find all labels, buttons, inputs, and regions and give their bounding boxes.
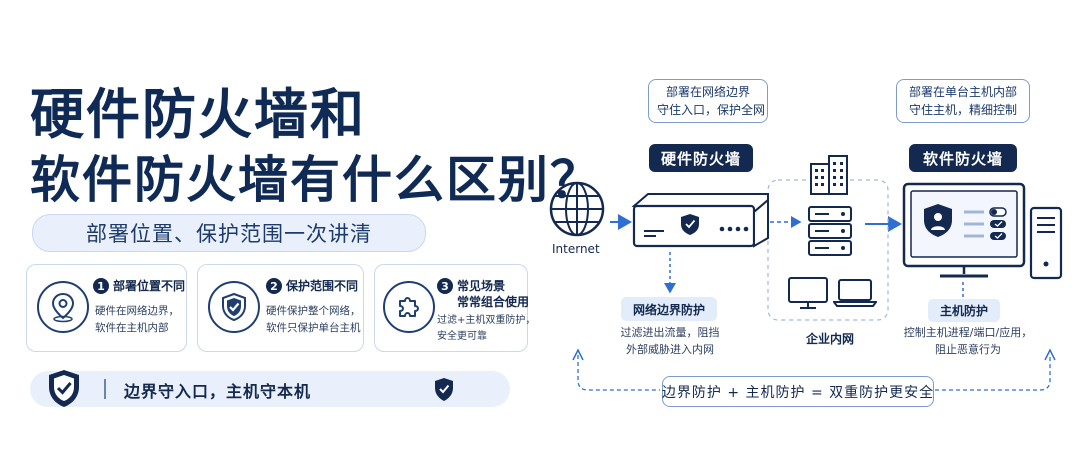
bottom-slogan: 边界守入口，主机守本机 (124, 382, 312, 401)
card-number: 3 (437, 278, 453, 294)
note-line: 阻止恶意行为 (935, 343, 1001, 356)
card-line: 过滤+主机双重防护， (437, 315, 536, 326)
note-line: 控制主机进程/端口/应用， (903, 326, 1033, 339)
location-pin-icon (37, 281, 89, 333)
network-edge-label: 网络边界防护 (621, 297, 717, 321)
host-protection-label: 主机防护 (928, 299, 1000, 322)
card-line: 硬件保护整个网络， (266, 305, 361, 317)
bubble-line: 部署在单台主机内部 (908, 85, 1017, 99)
internet-label: Internet (552, 242, 600, 256)
card-heading: 部署位置不同 (113, 279, 186, 293)
shield-check-icon (208, 281, 260, 333)
summary-box: 边界防护 + 主机防护 = 双重防护更安全 (662, 376, 934, 407)
small-shield-icon (433, 377, 455, 407)
card-line: 安全更可靠 (437, 331, 487, 342)
card-heading-2: 常常组合使用 (457, 295, 530, 309)
card-line: 软件在主机内部 (95, 322, 169, 334)
shield-icon (46, 368, 82, 414)
card-heading: 保护范围不同 (286, 279, 359, 293)
card-line: 硬件在网络边界， (95, 305, 179, 317)
card-deployment: 1 部署位置不同 硬件在网络边界， 软件在主机内部 (26, 264, 187, 352)
title-line-2: 软件防火墙有什么区别？ (30, 151, 602, 209)
note-line: 过滤进出流量，阻挡 (620, 326, 720, 339)
globe-icon (548, 180, 606, 242)
hardware-firewall-title: 硬件防火墙 (649, 144, 753, 172)
software-deploy-bubble: 部署在单台主机内部 守住主机，精细控制 (896, 79, 1030, 123)
building-icon (805, 154, 853, 200)
laptop-icon (832, 278, 878, 312)
hardware-firewall-device-icon (630, 190, 772, 256)
card-protection-scope: 2 保护范围不同 硬件保护整个网络， 软件只保护单台主机 (197, 264, 364, 352)
bubble-line: 守住入口，保护全网 (657, 103, 766, 117)
hardware-deploy-bubble: 部署在网络边界 守住入口，保护全网 (648, 79, 768, 123)
intranet-label: 企业内网 (806, 332, 855, 346)
divider (104, 379, 106, 399)
bubble-line: 部署在网络边界 (665, 85, 750, 99)
server-rack-icon (807, 205, 853, 261)
puzzle-icon (383, 281, 435, 333)
software-firewall-title: 软件防火墙 (909, 144, 1017, 172)
card-number: 2 (266, 278, 282, 294)
card-number: 1 (93, 278, 109, 294)
bubble-line: 守住主机，精细控制 (908, 103, 1017, 117)
host-protection-note: 控制主机进程/端口/应用， 阻止恶意行为 (900, 324, 1036, 358)
card-line: 软件只保护单台主机 (266, 322, 361, 334)
desktop-monitor-icon (786, 276, 830, 314)
network-edge-note: 过滤进出流量，阻挡 外部威胁进入内网 (610, 324, 730, 358)
bottom-summary-bar (30, 371, 510, 407)
host-computer-icon (900, 182, 1066, 286)
card-scenarios: 3 常见场景 常常组合使用 过滤+主机双重防护， 安全更可靠 (374, 264, 535, 352)
card-heading: 常见场景 (457, 279, 506, 293)
note-line: 外部威胁进入内网 (626, 343, 714, 356)
title-line-1: 硬件防火墙和 (30, 83, 366, 146)
subtitle-pill: 部署位置、保护范围一次讲清 (32, 214, 426, 252)
